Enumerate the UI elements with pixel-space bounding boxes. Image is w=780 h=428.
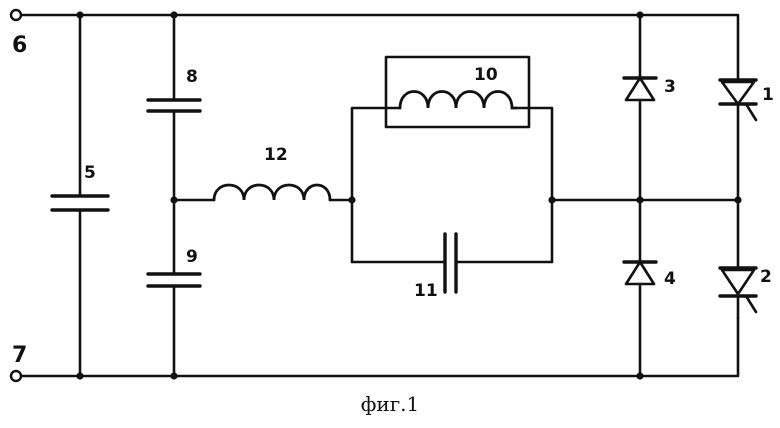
terminal-7 bbox=[9, 369, 23, 383]
label-12: 12 bbox=[264, 145, 288, 165]
bottom-rail bbox=[18, 316, 740, 378]
label-2: 2 bbox=[760, 267, 772, 287]
junction-dots bbox=[76, 11, 742, 380]
inductor-12 bbox=[172, 183, 354, 202]
label-10: 10 bbox=[474, 65, 498, 85]
inductor-10 bbox=[384, 55, 531, 129]
diode-4 bbox=[622, 198, 658, 378]
capacitor-8 bbox=[146, 13, 202, 276]
tank-branch bbox=[350, 106, 554, 264]
capacitor-9 bbox=[146, 272, 202, 378]
label-8: 8 bbox=[186, 67, 198, 87]
label-4: 4 bbox=[664, 269, 676, 289]
label-5: 5 bbox=[84, 163, 96, 183]
label-11: 11 bbox=[414, 281, 438, 301]
diode-3 bbox=[622, 13, 658, 202]
capacitor-5 bbox=[50, 13, 110, 378]
thyristor-2 bbox=[718, 198, 758, 320]
label-9: 9 bbox=[186, 247, 198, 267]
label-3: 3 bbox=[664, 77, 676, 97]
figure-caption: фиг.1 bbox=[360, 392, 420, 416]
top-rail bbox=[18, 13, 740, 80]
thyristor-1 bbox=[718, 78, 758, 202]
capacitor-11 bbox=[443, 232, 458, 294]
label-6: 6 bbox=[12, 33, 27, 58]
label-7: 7 bbox=[12, 343, 27, 368]
terminal-6 bbox=[9, 8, 23, 22]
label-1: 1 bbox=[762, 85, 774, 105]
